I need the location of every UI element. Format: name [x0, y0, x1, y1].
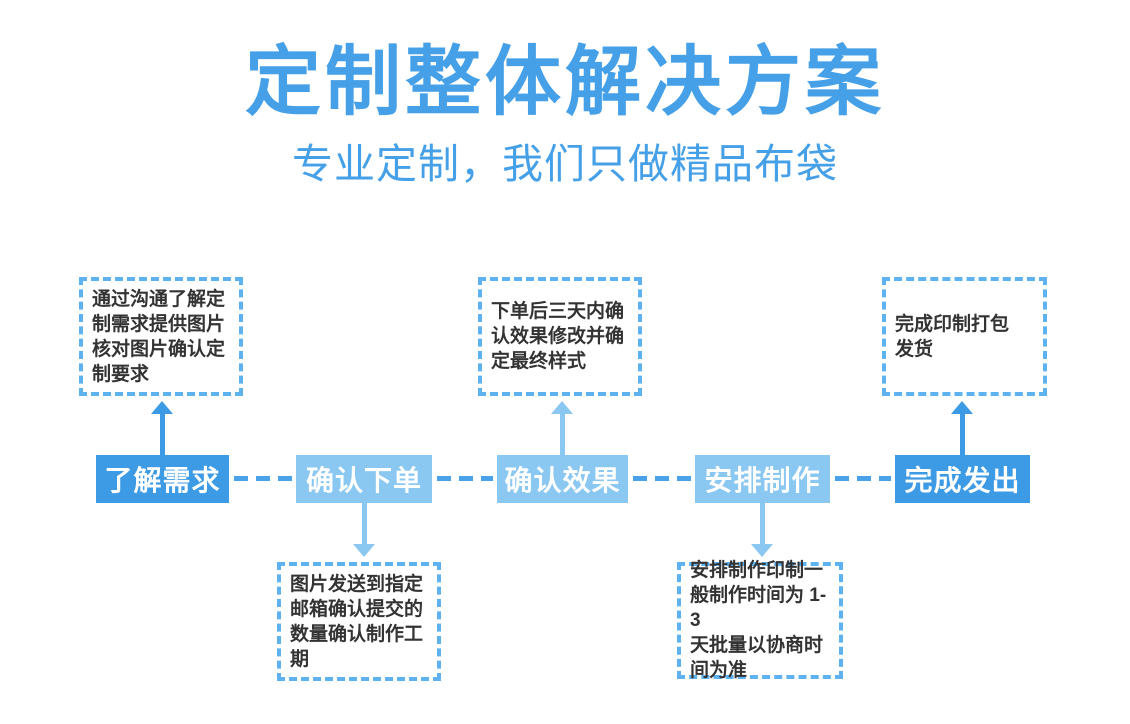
page-subtitle: 专业定制，我们只做精品布袋 — [292, 141, 838, 187]
note-confirm-order: 图片发送到指定 邮箱确认提交的 数量确认制作工 期 — [277, 562, 441, 681]
note-arrange-production: 安排制作印制一 般制作时间为 1-3 天批量以协商时 间为准 — [677, 560, 843, 681]
arrow-stem — [559, 413, 565, 455]
arrow-stem — [959, 413, 965, 455]
arrow-up-icon — [551, 401, 573, 455]
arrowhead-icon — [751, 544, 773, 557]
dashed-connector — [437, 476, 493, 481]
arrow-up-icon — [951, 401, 973, 455]
note-understand-requirements: 通过沟通了解定 制需求提供图片 核对图片确认定 制要求 — [79, 277, 243, 396]
step-arrange-production: 安排制作 — [695, 455, 830, 503]
arrowhead-icon — [951, 401, 973, 414]
dashed-connector — [234, 476, 292, 481]
note-confirm-effect: 下单后三天内确 认效果修改并确 定最终样式 — [478, 277, 642, 396]
step-confirm-order: 确认下单 — [296, 455, 432, 503]
step-finish-shipping: 完成发出 — [895, 455, 1030, 503]
arrowhead-icon — [551, 401, 573, 414]
arrow-stem — [159, 413, 165, 455]
step-understand-requirements: 了解需求 — [96, 455, 229, 503]
note-finish-shipping: 完成印制打包 发货 — [882, 277, 1047, 396]
arrow-down-icon — [353, 503, 375, 557]
arrow-stem — [361, 503, 367, 545]
dashed-connector — [633, 476, 691, 481]
dashed-connector — [835, 476, 891, 481]
arrowhead-icon — [151, 401, 173, 414]
arrow-stem — [759, 503, 765, 545]
step-confirm-effect: 确认效果 — [497, 455, 628, 503]
arrow-up-icon — [151, 401, 173, 455]
arrow-down-icon — [751, 503, 773, 557]
arrowhead-icon — [353, 544, 375, 557]
page-title: 定制整体解决方案 — [245, 40, 885, 125]
